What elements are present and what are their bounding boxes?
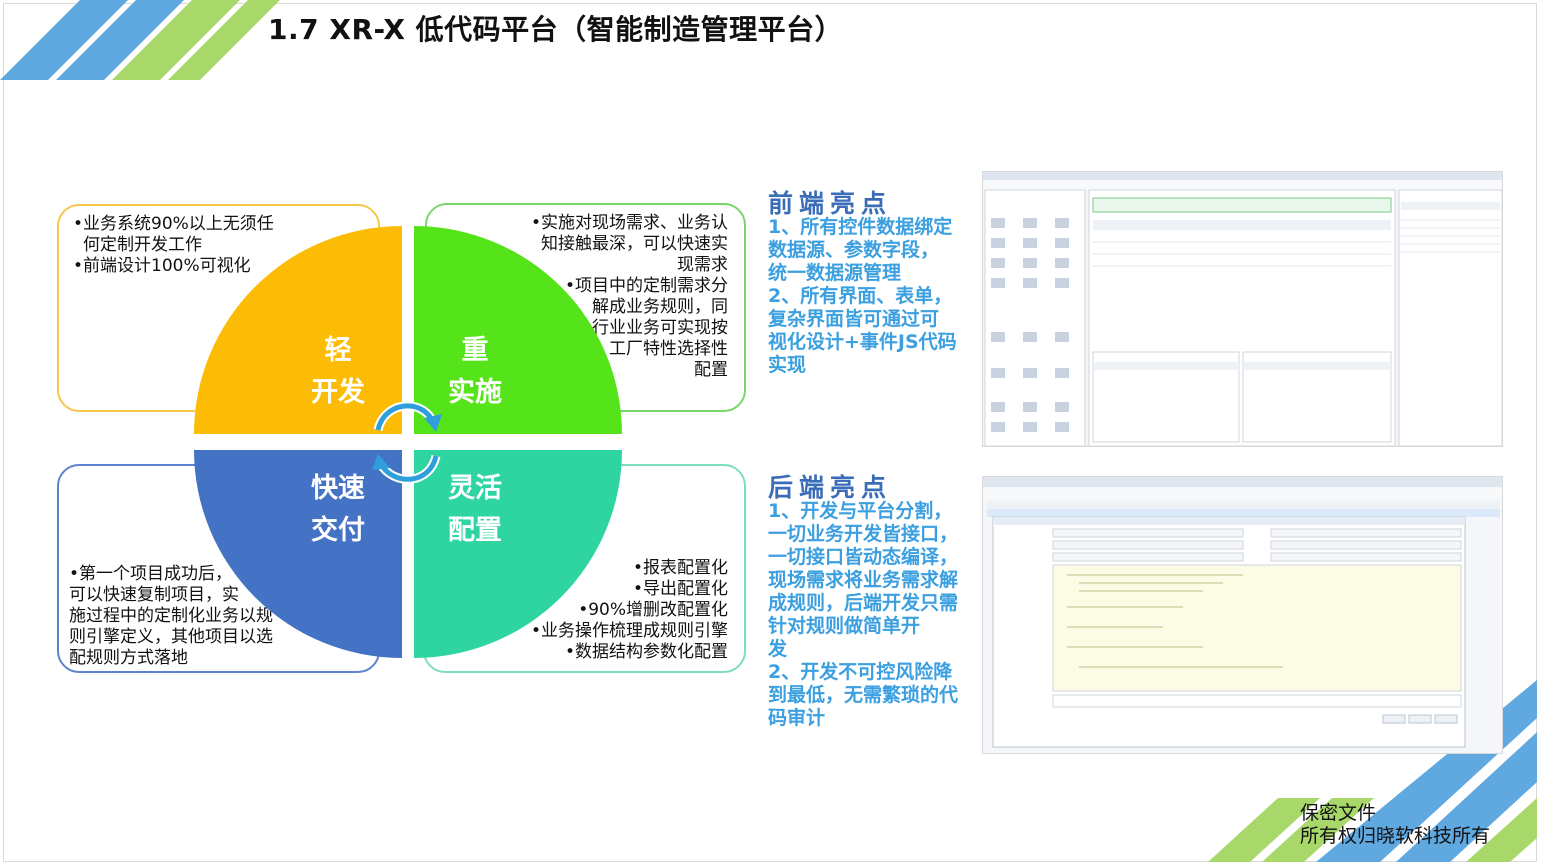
label-line: 实施: [448, 377, 502, 408]
cycle-arrowhead-bottom: [372, 454, 390, 470]
label-line: 灵活: [448, 473, 502, 504]
bullet-line: •业务系统90%以上无须任: [73, 214, 274, 234]
cycle-arrow-bottom-icon: [379, 455, 439, 482]
stripe-top-left-4: [168, 0, 280, 80]
top-left-description: •业务系统90%以上无须任 何定制开发工作 •前端设计100%可视化: [57, 204, 380, 412]
bullet-line: •业务操作梳理成规则引擎: [530, 621, 728, 641]
bullet-line: 施过程中的定制化业务以规: [69, 606, 273, 626]
page-title: 1.7 XR-X 低代码平台（智能制造管理平台）: [268, 13, 844, 46]
quadrant-heavy-impl: [414, 226, 622, 434]
text-line: 统一数据源管理: [768, 262, 902, 284]
bullet-line: •导出配置化: [632, 579, 728, 599]
top-right-description: •实施对现场需求、业务认 知接触最深，可以快速实 现需求 •项目中的定制需求分 …: [425, 203, 746, 412]
bullet-line: 行业业务可实现按: [592, 318, 728, 338]
api-editor-mockup: [983, 477, 1502, 748]
backend-api-screenshot: [982, 476, 1503, 754]
bullet-line: 何定制开发工作: [83, 235, 202, 255]
backend-highlight-text: 1、开发与平台分割， 一切业务开发皆接口， 一切接口皆动态编译， 现场需求将业务…: [768, 500, 964, 730]
stripe-top-left-2: [56, 0, 184, 80]
designer-mockup: [983, 172, 1502, 446]
text-line: 1、开发与平台分割，: [768, 500, 953, 522]
text-line: 到最低，无需繁琐的代: [768, 684, 959, 706]
stripe-bottom-right-1: [1208, 798, 1320, 862]
confidential-notice: 保密文件 所有权归晓软科技所有: [1300, 802, 1490, 848]
bullet-line: •项目中的定制需求分: [564, 276, 728, 296]
bullet-line: 知接触最深，可以快速实: [541, 234, 728, 254]
stripe-top-left-1: [0, 0, 128, 80]
bullet-line: 配置: [694, 360, 728, 380]
confidential-line: 保密文件: [1300, 802, 1377, 824]
bullet-line: 可以快速复制项目，实: [69, 585, 239, 605]
text-line: 成规则，后端开发只需: [768, 592, 959, 614]
label-line: 配置: [448, 515, 502, 546]
bullet-line: 现需求: [677, 255, 728, 275]
frontend-highlight-title: 前端亮点: [768, 189, 893, 218]
bullet-line: •90%增删改配置化: [578, 600, 728, 620]
label-heavy-impl: 重 实施: [415, 330, 535, 414]
stripe-bottom-right-4: [1396, 732, 1537, 862]
text-line: 一切接口皆动态编译，: [768, 546, 959, 568]
text-line: 2、所有界面、表单，: [768, 285, 953, 307]
bullet-line: 工厂特性选择性: [609, 339, 728, 359]
stripe-top-left-3: [112, 0, 240, 80]
bullet-line: •数据结构参数化配置: [564, 642, 728, 662]
label-fast-delivery: 快速 交付: [278, 468, 398, 552]
slide-frame: [3, 3, 1537, 862]
text-line: 1、所有控件数据绑定: [768, 216, 953, 238]
text-line: 码审计: [768, 707, 826, 729]
frontend-designer-screenshot: [982, 171, 1503, 447]
text-line: 发: [768, 638, 788, 660]
label-line: 轻: [324, 335, 352, 366]
stripe-bottom-right-2: [1262, 798, 1374, 862]
label-line: 快速: [311, 473, 365, 504]
label-line: 开发: [311, 377, 365, 408]
text-line: 现场需求将业务需求解: [768, 569, 959, 591]
text-line: 针对规则做简单开: [768, 615, 921, 637]
text-line: 复杂界面皆可通过可: [768, 308, 940, 330]
label-light-dev: 轻 开发: [278, 330, 398, 414]
backend-highlight-title: 后端亮点: [768, 473, 893, 502]
stripe-bottom-right-5: [1466, 798, 1537, 862]
text-line: 实现: [768, 354, 807, 376]
text-line: 一切业务开发皆接口，: [768, 523, 959, 545]
quadrant-pie: [194, 226, 622, 658]
text-line: 视化设计+事件JS代码: [768, 331, 957, 353]
frontend-highlight-text: 1、所有控件数据绑定 数据源、参数字段， 统一数据源管理 2、所有界面、表单， …: [768, 216, 964, 377]
bullet-line: •第一个项目成功后，: [69, 564, 233, 584]
bullet-line: •报表配置化: [632, 558, 728, 578]
bullet-line: 则引擎定义，其他项目以选: [69, 627, 273, 647]
cycle-arrowhead-top: [424, 414, 442, 432]
quadrant-light-dev: [194, 226, 402, 434]
quadrant-fast-delivery: [194, 450, 402, 658]
label-line: 重: [461, 335, 489, 366]
bullet-line: •前端设计100%可视化: [73, 256, 251, 276]
ownership-line: 所有权归晓软科技所有: [1300, 825, 1491, 847]
bullet-line: •实施对现场需求、业务认: [530, 213, 728, 233]
label-flexible-config: 灵活 配置: [415, 468, 535, 552]
text-line: 数据源、参数字段，: [768, 239, 940, 261]
quadrant-flexible-config: [414, 450, 622, 658]
cycle-arrow-top-icon: [375, 403, 435, 431]
text-line: 2、开发不可控风险降: [768, 661, 953, 683]
bullet-line: 解成业务规则，同: [592, 297, 728, 317]
label-line: 交付: [311, 515, 365, 546]
bullet-line: 配规则方式落地: [69, 648, 188, 668]
